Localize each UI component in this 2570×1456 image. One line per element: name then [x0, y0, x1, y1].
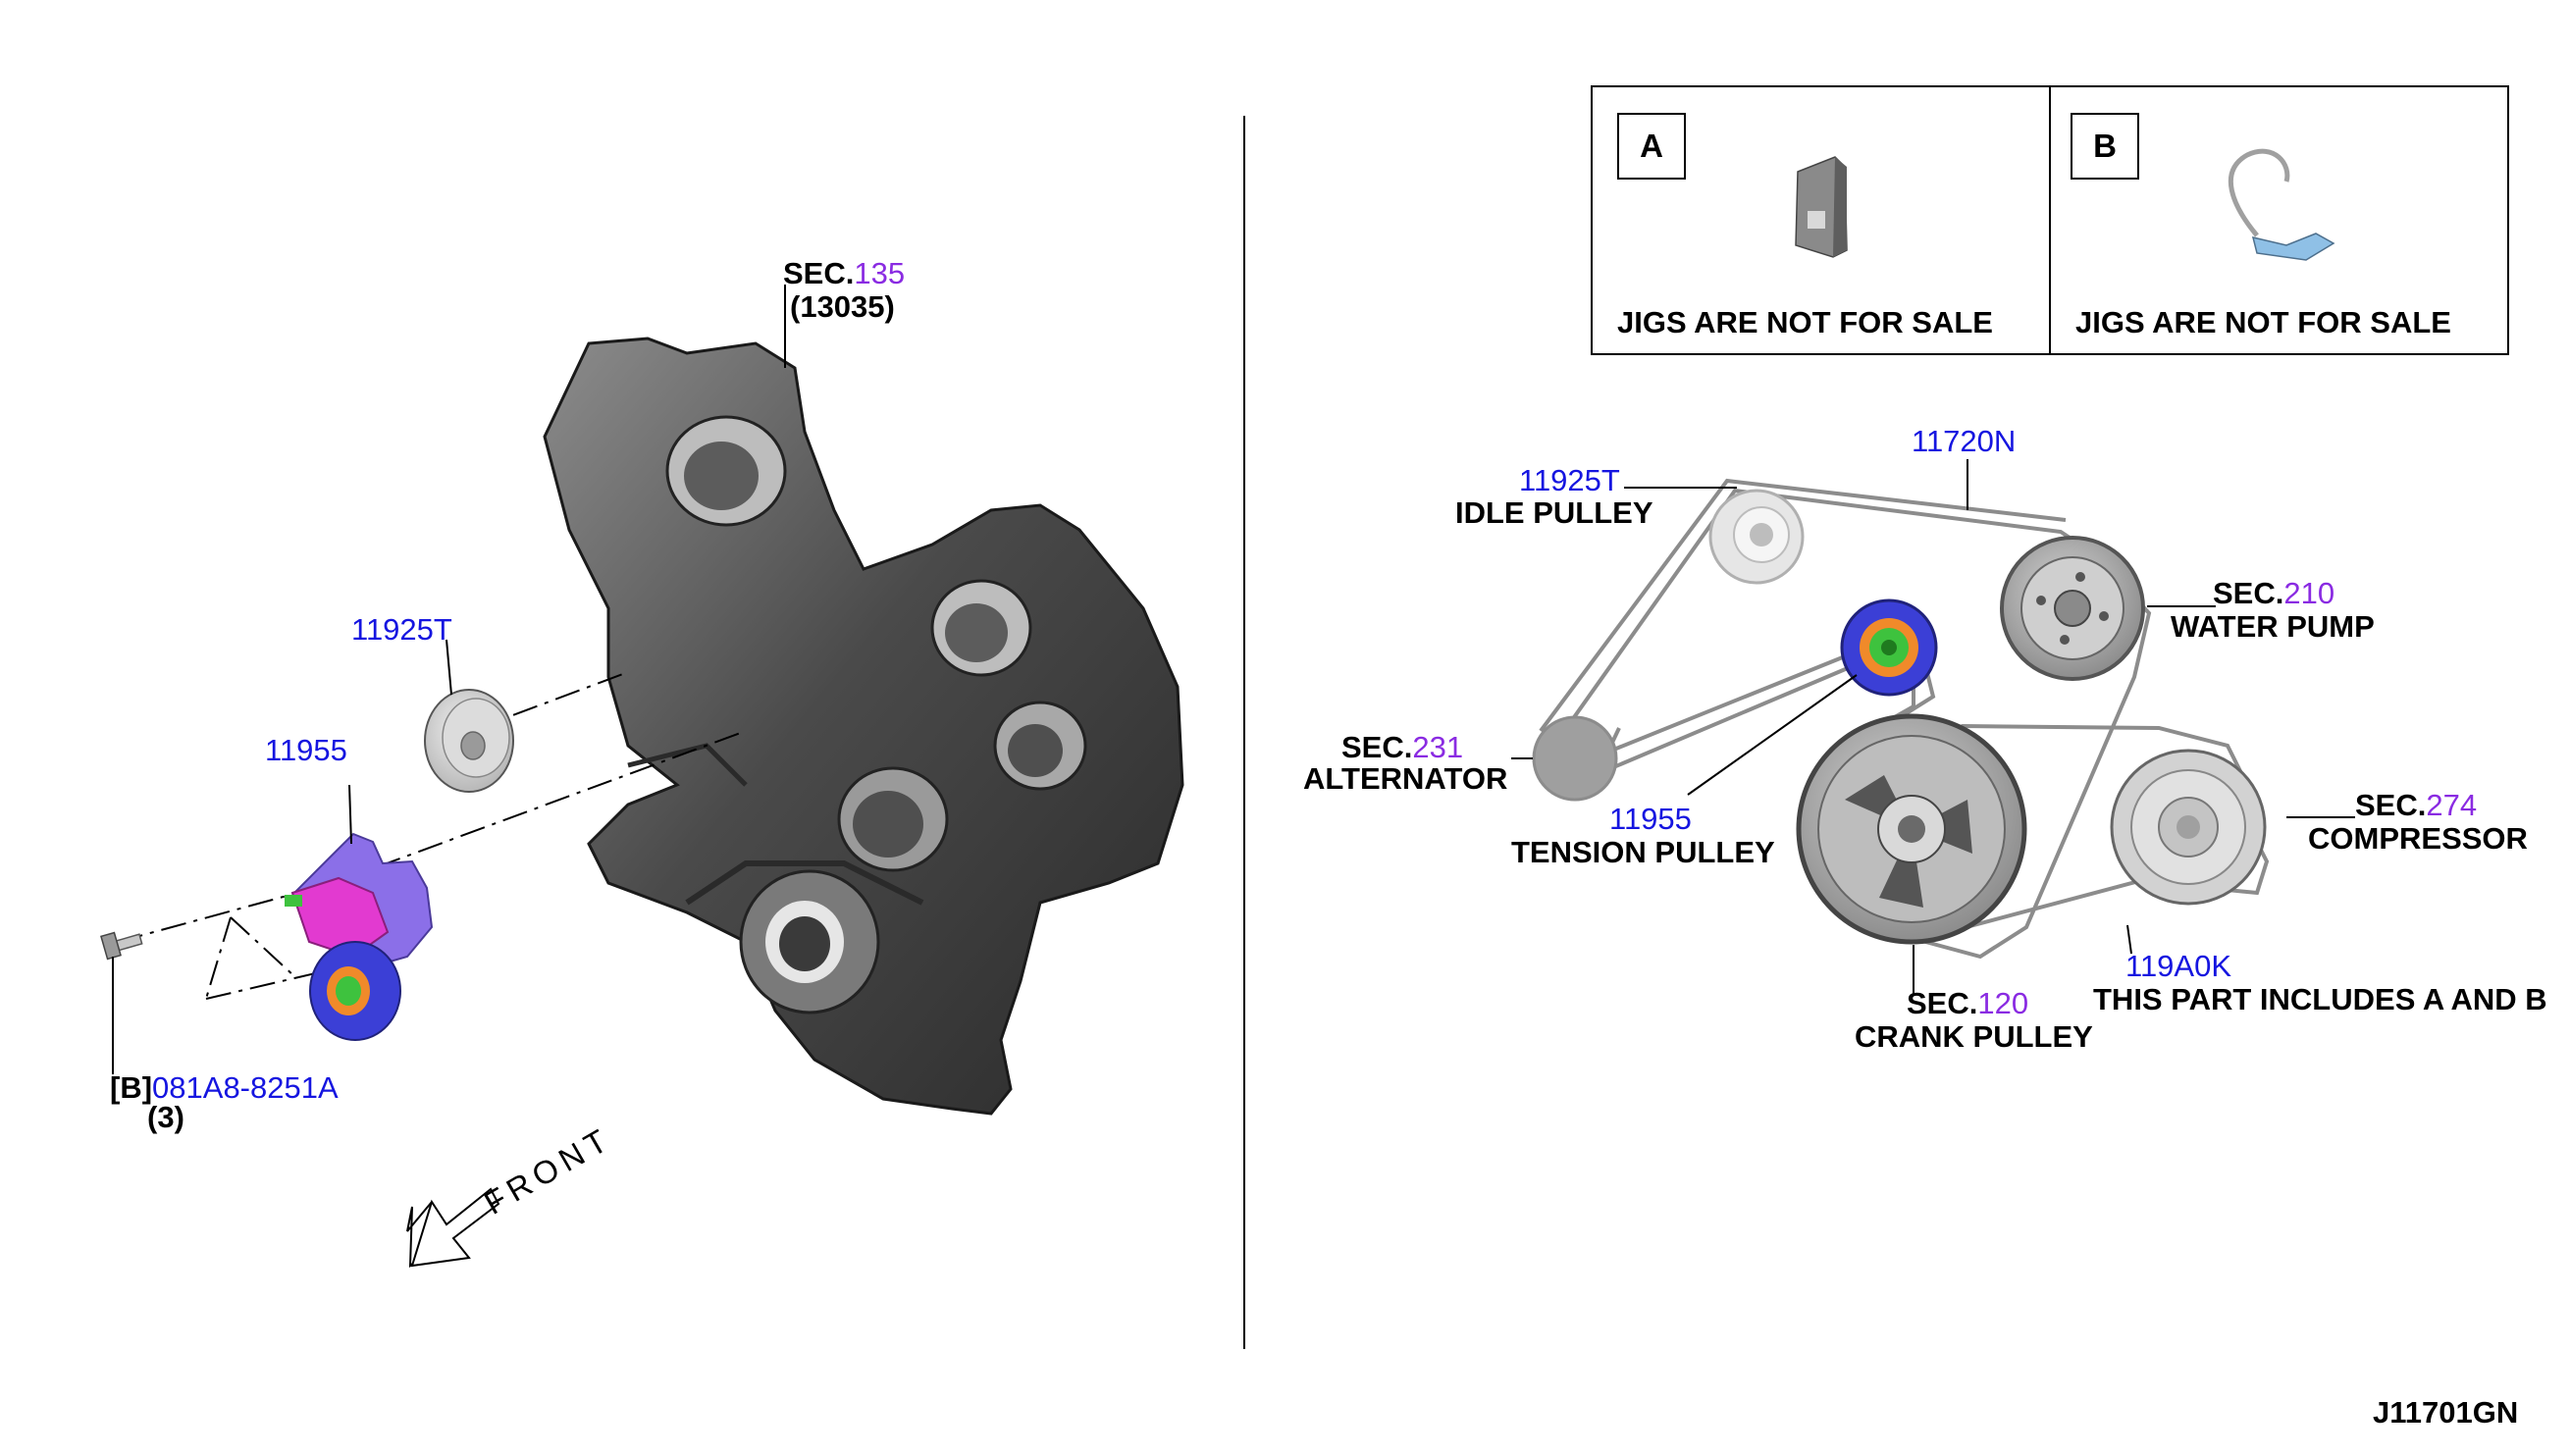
- label-idle-pulley-num: 11925T: [1519, 463, 1620, 497]
- left-leader-lines: [112, 285, 786, 1074]
- label-alternator: ALTERNATOR: [1303, 761, 1508, 796]
- right-leader-lines: [1511, 459, 2355, 994]
- compressor-pulley: [2110, 749, 2267, 906]
- water-pump-pulley: [2000, 536, 2145, 681]
- label-compressor: COMPRESSOR: [2308, 821, 2528, 856]
- label-water-pump: WATER PUMP: [2171, 609, 2375, 644]
- jig-b-note: JIGS ARE NOT FOR SALE: [2075, 305, 2451, 339]
- label-tension-pulley: TENSION PULLEY: [1511, 835, 1775, 869]
- belt-tensioner-assembly: [285, 832, 434, 1041]
- crank-pulley: [1796, 713, 2027, 945]
- jig-b-icon: [2228, 148, 2335, 261]
- label-idle-pulley: IDLE PULLEY: [1455, 495, 1653, 530]
- label-crank-sec: SEC.120: [1907, 986, 2029, 1020]
- front-direction-arrow: [406, 1187, 500, 1269]
- label-bolt-qty: (3): [147, 1100, 184, 1134]
- drawing-code: J11701GN: [2373, 1395, 2519, 1430]
- label-sec-135-sub: (13035): [790, 289, 895, 324]
- label-compressor-sec: SEC.274: [2355, 788, 2478, 822]
- label-belt: 11720N: [1912, 424, 2017, 458]
- label-tensioner-left: 11955: [265, 733, 347, 767]
- alternator-pulley: [1532, 715, 1618, 802]
- label-belt-kit: THIS PART INCLUDES A AND B: [2093, 982, 2547, 1016]
- label-sec-135: SEC.135: [783, 256, 906, 290]
- idler-pulley-left: [424, 689, 514, 793]
- jig-a-note: JIGS ARE NOT FOR SALE: [1617, 305, 1993, 339]
- label-belt-kit-num: 119A0K: [2125, 949, 2232, 983]
- label-water-pump-sec: SEC.210: [2213, 576, 2335, 610]
- jig-b-letter: B: [2071, 113, 2139, 180]
- label-crank: CRANK PULLEY: [1855, 1019, 2093, 1054]
- jig-a-icon: [1795, 156, 1848, 258]
- bolt-icon: [100, 931, 143, 961]
- tension-pulley: [1840, 598, 1938, 697]
- label-idler-left: 11925T: [351, 612, 452, 647]
- timing-cover-casting: [543, 337, 1184, 1116]
- label-alternator-sec: SEC.231: [1341, 730, 1464, 764]
- label-tension-pulley-num: 11955: [1609, 802, 1692, 836]
- idle-pulley: [1708, 489, 1805, 585]
- jig-a-letter: A: [1617, 113, 1686, 180]
- label-bolt: [B]081A8-8251A: [110, 1070, 339, 1105]
